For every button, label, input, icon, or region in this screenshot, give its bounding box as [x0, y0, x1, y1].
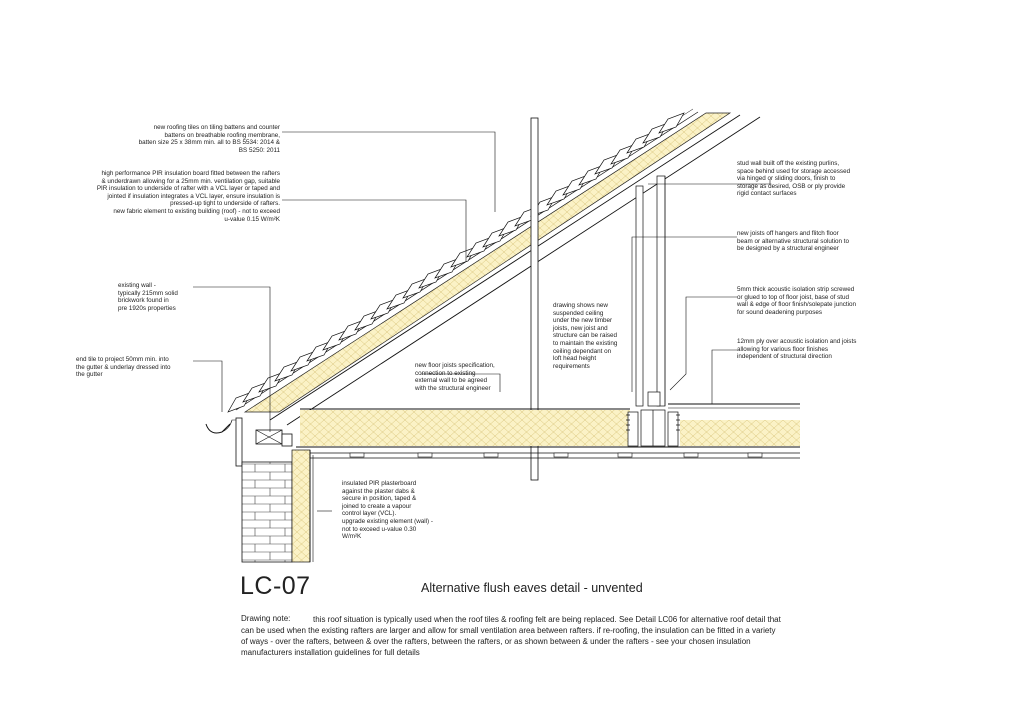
floor-insulation — [300, 410, 630, 446]
callout-suspended-ceiling: drawing shows new suspended ceiling unde… — [553, 302, 618, 370]
brick-wall — [241, 461, 293, 563]
callout-pir-board: high performance PIR insulation board fi… — [96, 170, 280, 223]
stud-wall — [635, 185, 644, 407]
callout-plasterboard: insulated PIR plasterboard against the p… — [342, 480, 433, 541]
callout-floor-joists: new floor joists specification, connecti… — [415, 362, 495, 392]
callout-stud-wall: stud wall built off the existing purlins… — [737, 160, 851, 198]
wall-insulation — [291, 449, 311, 563]
flitch-beam — [626, 409, 680, 447]
roof-insulation — [243, 112, 732, 413]
drawing-note-text: this roof situation is typically used wh… — [241, 615, 781, 657]
callout-roof-tiles: new roofing tiles on tiling battens and … — [138, 124, 280, 154]
gutter — [205, 423, 231, 434]
callout-ply-over: 12mm ply over acoustic isolation and joi… — [737, 338, 857, 361]
callout-existing-wall: existing wall - typically 215mm solid br… — [118, 282, 178, 312]
fascia — [235, 417, 243, 467]
callout-end-tile: end tile to project 50mm min. into the g… — [76, 356, 171, 379]
vent-pipe — [530, 117, 539, 481]
callout-hangers: new joists off hangers and flitch floor … — [737, 230, 850, 253]
drawing-title: Alternative flush eaves detail - unvente… — [421, 581, 643, 595]
drawing-code: LC-07 — [240, 572, 311, 600]
leader-lines — [193, 131, 771, 512]
drawing-note-label: Drawing note: — [241, 614, 291, 623]
ceiling-battens — [349, 452, 763, 458]
callout-acoustic-strip: 5mm thick acoustic isolation strip screw… — [737, 286, 857, 316]
